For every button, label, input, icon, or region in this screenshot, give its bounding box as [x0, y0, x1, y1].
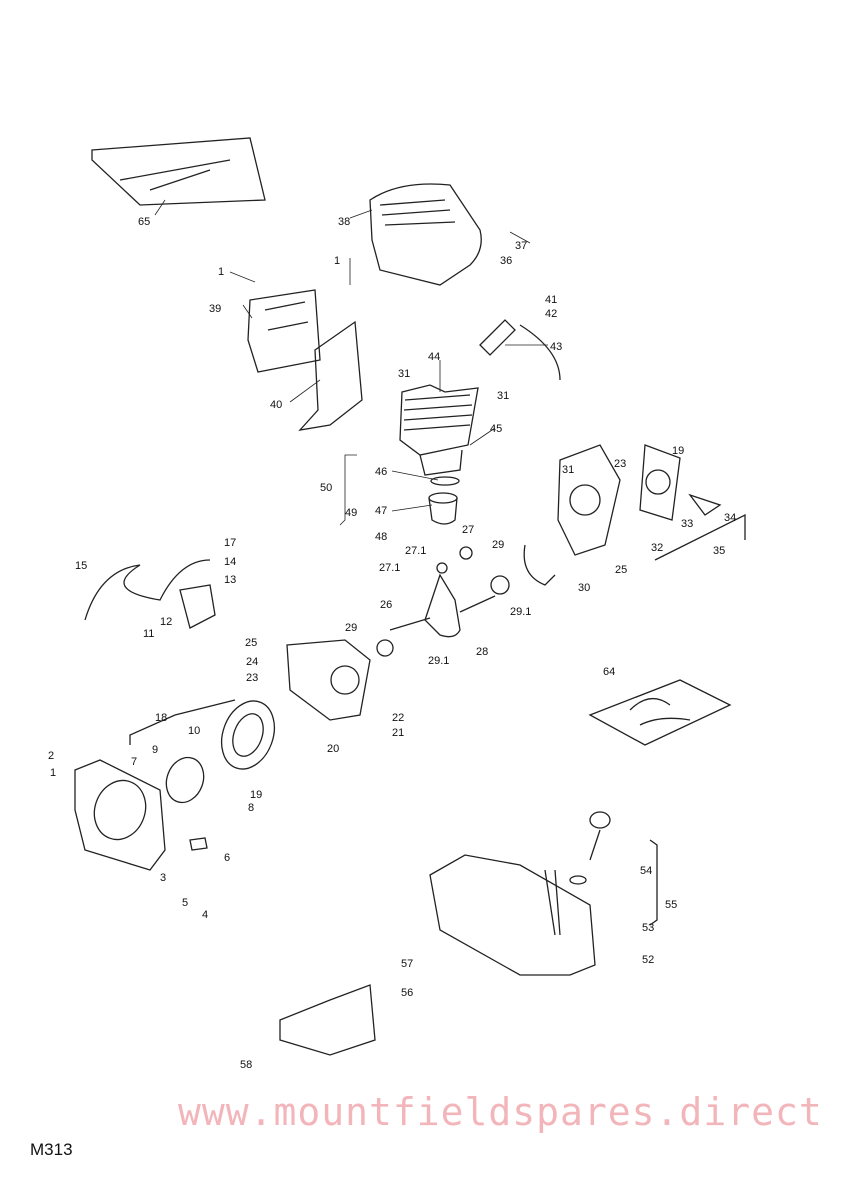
bracket-18 — [129, 699, 236, 745]
part-label: 38 — [338, 216, 351, 228]
part-label: 31 — [398, 368, 411, 380]
spark-plug — [479, 319, 561, 381]
part-label: 31 — [562, 464, 575, 476]
part-label: 65 — [138, 216, 151, 228]
part-label: 11 — [143, 628, 155, 640]
part-label: 37 — [515, 240, 528, 252]
engine-cover — [369, 183, 482, 286]
part-label: 20 — [327, 743, 340, 755]
part-label: 31 — [497, 390, 510, 402]
part-label: 23 — [614, 458, 627, 470]
leader-lines — [154, 199, 548, 526]
part-label: 50 — [320, 482, 333, 494]
part-label: 29.1 — [510, 606, 532, 618]
ignition-module — [84, 559, 216, 629]
part-label: 23 — [246, 672, 259, 684]
part-label: 43 — [550, 341, 563, 353]
part-label: 13 — [224, 574, 237, 586]
part-label: 2 — [48, 750, 55, 762]
part-label: 4 — [202, 909, 209, 921]
part-label: 57 — [401, 958, 414, 970]
part-label: 5 — [182, 897, 189, 909]
part-label: 55 — [665, 899, 678, 911]
part-label: 41 — [545, 294, 558, 306]
muffler — [247, 289, 321, 373]
part-label: 47 — [375, 505, 388, 517]
clutch-housing — [74, 759, 166, 871]
watermark: www.mountfieldspares.direct — [178, 1090, 823, 1134]
part-label: 56 — [401, 987, 414, 999]
tool-kit-bag — [91, 137, 266, 206]
piston — [428, 492, 458, 525]
part-label: 25 — [615, 564, 628, 576]
part-label: 27.1 — [405, 545, 427, 557]
part-label: 9 — [152, 744, 159, 756]
fuel-tank — [429, 811, 611, 976]
bracket-35 — [654, 513, 746, 561]
part-label: 34 — [724, 512, 737, 524]
part-label: 32 — [651, 542, 664, 554]
part-label: 18 — [155, 712, 168, 724]
part-label: 29.1 — [428, 655, 450, 667]
part-label: 30 — [578, 582, 591, 594]
mounting-bracket — [279, 984, 376, 1056]
gasket-set — [588, 679, 732, 746]
retainer-clip — [523, 544, 556, 586]
part-label: 58 — [240, 1059, 253, 1071]
part-label: 40 — [270, 399, 283, 411]
part-label: 22 — [392, 712, 405, 724]
part-label: 39 — [209, 303, 222, 315]
part-6 — [189, 837, 208, 851]
part-label: 28 — [476, 646, 489, 658]
bracket-55 — [649, 839, 658, 926]
part-label: 45 — [490, 423, 503, 435]
part-label: 35 — [713, 545, 726, 557]
part-label: 46 — [375, 466, 388, 478]
diagram-code: M313 — [30, 1140, 73, 1159]
part-label: 49 — [345, 507, 358, 519]
part-label: 42 — [545, 308, 558, 320]
part-label: 52 — [642, 954, 655, 966]
part-label: 27 — [462, 524, 475, 536]
part-label: 53 — [642, 922, 655, 934]
part-label: 7 — [131, 756, 138, 768]
cylinder — [399, 384, 479, 486]
heat-shield — [298, 320, 363, 431]
part-label: 54 — [640, 865, 653, 877]
part-label: 3 — [160, 872, 167, 884]
part-label: 25 — [245, 637, 258, 649]
part-label: 10 — [188, 725, 201, 737]
part-label: 8 — [248, 802, 255, 814]
part-label: 14 — [224, 556, 237, 568]
part-label: 1 — [50, 767, 57, 779]
crankshaft — [376, 546, 510, 657]
part-label: 26 — [380, 599, 393, 611]
part-label: 17 — [224, 537, 237, 549]
crankcase-half-left — [286, 639, 371, 721]
part-label: 27.1 — [379, 562, 401, 574]
part-label: 21 — [392, 727, 405, 739]
part-label: 48 — [375, 531, 388, 543]
part-label: 6 — [224, 852, 231, 864]
part-label: 19 — [250, 789, 263, 801]
part-label: 36 — [500, 255, 513, 267]
flywheel — [220, 700, 276, 770]
part-label: 12 — [160, 616, 173, 628]
part-label: 64 — [603, 666, 616, 678]
part-label: 15 — [75, 560, 88, 572]
part-label: 19 — [672, 445, 685, 457]
part-label: 29 — [345, 622, 358, 634]
part-label: 44 — [428, 351, 441, 363]
part-label: 33 — [681, 518, 694, 530]
crankcase-half-right — [557, 444, 621, 556]
part-label: 1 — [334, 255, 341, 267]
part-label: 1 — [218, 266, 225, 278]
part-label: 29 — [492, 539, 505, 551]
starter-pulley — [639, 444, 722, 521]
clutch — [165, 756, 205, 804]
part-label: 24 — [246, 656, 259, 668]
